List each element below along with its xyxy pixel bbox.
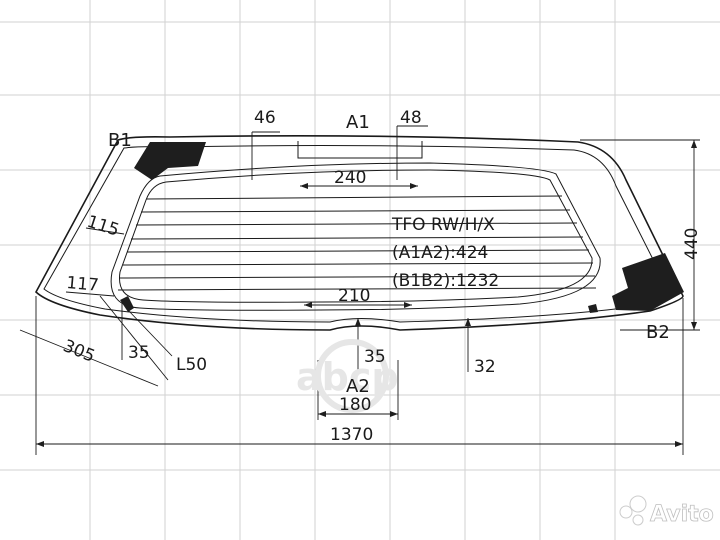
point-a1-label: A1: [346, 112, 370, 133]
glass-outer-edge: [35, 134, 684, 331]
watermark-abcp-text: abcp: [296, 355, 399, 399]
corner-mark-left-bottom: [120, 296, 134, 312]
dimension-1370-label: 1370: [330, 425, 373, 445]
heating-lines: [117, 195, 597, 291]
dimension-35-left-label: 35: [128, 343, 150, 363]
dimension-48-label: 48: [400, 108, 422, 128]
watermark-abcp: abcp: [296, 339, 399, 413]
corner-mark-b2: [612, 253, 684, 311]
dimension-210-label: 210: [338, 286, 370, 306]
dimension-305-label: 305: [60, 336, 98, 367]
dimension-l50-label: L50: [176, 355, 207, 375]
point-b1-label: B1: [108, 130, 132, 151]
point-b2-label: B2: [646, 322, 670, 343]
dimension-180-label: 180: [339, 395, 371, 415]
dimension-lines: [19, 125, 700, 455]
corner-mark-b1: [134, 142, 206, 180]
dimension-117-label: 117: [66, 273, 100, 296]
watermark-avito-text: Avito: [650, 502, 714, 527]
heating-area-outline: [110, 162, 601, 311]
watermark-avito: Avito: [619, 495, 714, 527]
glass-code-label: TFO RW/H/X: [391, 215, 495, 235]
dimension-35-center-label: 35: [364, 347, 386, 367]
point-a2-label: A2: [346, 376, 370, 397]
top-notch: [297, 141, 423, 159]
dimension-32-label: 32: [474, 357, 496, 377]
b1b2-measure-label: (B1B2):1232: [392, 271, 499, 291]
a1a2-measure-label: (A1A2):424: [392, 243, 488, 263]
corner-mark-right-bottom: [588, 304, 598, 313]
dimension-240-label: 240: [334, 168, 366, 188]
heating-area-inner: [118, 169, 593, 303]
dimension-46-label: 46: [254, 108, 276, 128]
dimension-440-label: 440: [682, 228, 702, 260]
